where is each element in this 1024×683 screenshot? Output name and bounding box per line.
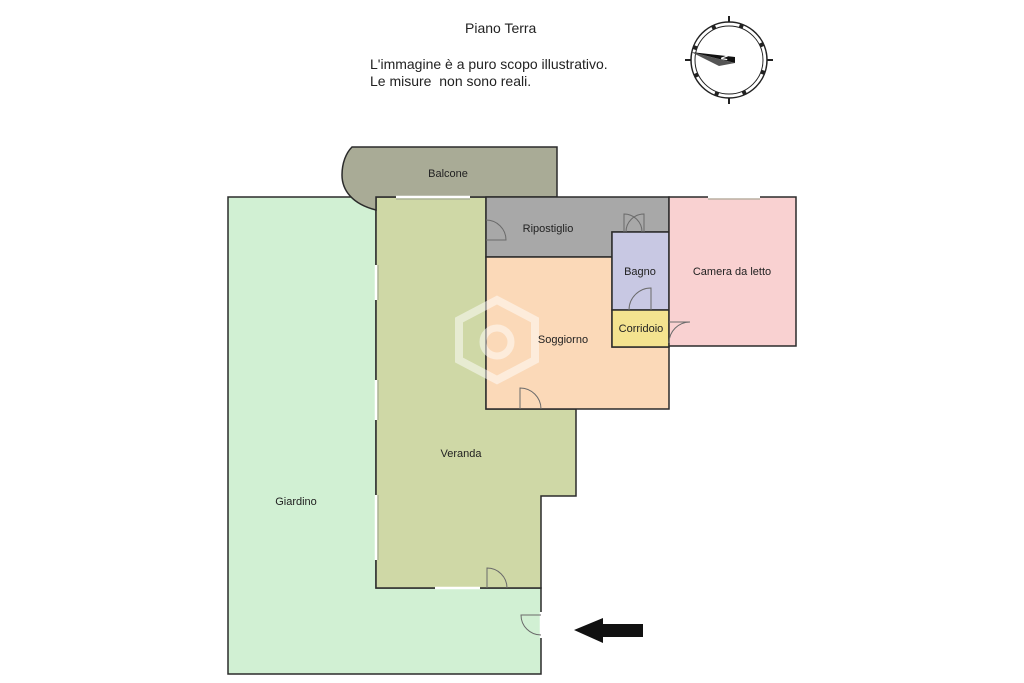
openings [374,195,760,638]
floor-title: Piano Terra [465,20,537,36]
opening-marks [377,198,760,560]
compass-rose-icon: N [685,16,773,104]
door-swings [485,213,691,636]
label-bagno: Bagno [624,266,656,278]
label-veranda: Veranda [441,448,483,460]
disclaimer-line-2: Le misure non sono reali. [370,73,532,89]
entrance-arrow-icon [574,618,643,643]
label-giardino: Giardino [275,496,317,508]
disclaimer-note: L'immagine è a puro scopo illustrativo. … [370,56,608,90]
label-corridoio: Corridoio [619,323,664,335]
room-camera-da-letto [668,196,797,347]
label-balcone: Balcone [428,168,468,180]
label-ripostiglio: Ripostiglio [523,223,574,235]
room-corridoio [611,309,670,348]
plan-header: Piano Terra L'immagine è a puro scopo il… [0,0,1024,120]
label-soggiorno: Soggiorno [538,334,588,346]
label-camera-da-letto: Camera da letto [693,266,771,278]
svg-text:N: N [719,53,730,61]
room-balcone [341,146,558,211]
watermark-logo-icon [455,295,539,385]
disclaimer-line-1: L'immagine è a puro scopo illustrativo. [370,56,608,72]
